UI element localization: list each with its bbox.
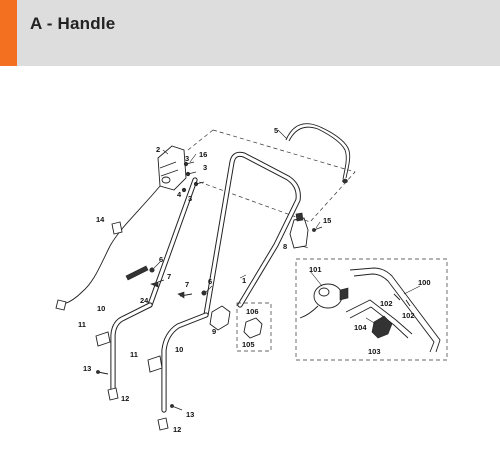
part-handle-clamp[interactable] <box>289 212 309 249</box>
part-switch-module-101[interactable] <box>299 283 349 319</box>
handle-exploded-diagram: 1 2 3 3 3 4 5 6 6 7 7 8 9 10 10 11 11 12… <box>55 123 448 434</box>
callout-15: 15 <box>323 216 331 225</box>
part-clamp-lever-right[interactable] <box>147 355 163 373</box>
callout-1: 1 <box>242 276 246 285</box>
part-cable-plug[interactable] <box>55 299 67 311</box>
part-bolt-7-right[interactable] <box>177 291 193 299</box>
detail-box-105-106 <box>236 302 272 352</box>
part-lever-103[interactable] <box>371 315 393 339</box>
callout-14: 14 <box>96 215 105 224</box>
part-screw-15[interactable] <box>312 226 323 232</box>
callout-2: 2 <box>156 145 160 154</box>
callout-3c: 3 <box>188 194 192 203</box>
callout-11a: 11 <box>78 320 86 329</box>
page-title: A - Handle <box>30 14 116 33</box>
part-nut-6-left[interactable] <box>149 267 155 273</box>
callout-13a: 13 <box>83 364 91 373</box>
part-end-cap-right[interactable] <box>157 417 169 431</box>
part-cable-guide[interactable] <box>125 265 149 281</box>
part-switch-cable[interactable] <box>63 185 161 305</box>
callout-12a: 12 <box>121 394 129 403</box>
part-screws-3[interactable] <box>181 171 205 193</box>
part-bail-cable[interactable] <box>285 123 351 184</box>
assembly-dashed-frame <box>193 129 356 223</box>
callout-104: 104 <box>354 323 367 332</box>
part-lower-handle-left[interactable] <box>110 302 153 393</box>
callout-13b: 13 <box>186 410 194 419</box>
callout-102a: 102 <box>380 299 393 308</box>
callout-4: 4 <box>177 190 182 199</box>
callout-8: 8 <box>283 242 287 251</box>
part-nut-6-right[interactable] <box>201 290 207 296</box>
callout-5: 5 <box>274 126 278 135</box>
callout-3a: 3 <box>185 154 189 163</box>
callout-101: 101 <box>309 265 322 274</box>
part-screw-13-right[interactable] <box>170 404 183 411</box>
callout-3b: 3 <box>203 163 207 172</box>
assembly-dashed-line <box>187 129 214 151</box>
callout-6a: 6 <box>159 255 163 264</box>
part-screws-102[interactable] <box>393 293 411 307</box>
part-switch-housing[interactable] <box>157 145 187 191</box>
part-bracket[interactable] <box>209 305 231 331</box>
detail-inset-handle[interactable] <box>345 267 441 353</box>
callout-11b: 11 <box>130 350 138 359</box>
part-lower-handle-right[interactable] <box>161 312 209 413</box>
part-clamp-lever-left[interactable] <box>95 331 111 347</box>
callout-10a: 10 <box>97 304 105 313</box>
leader-lines <box>153 129 421 325</box>
callout-102b: 102 <box>402 311 415 320</box>
callout-10b: 10 <box>175 345 183 354</box>
callout-106: 106 <box>246 307 259 316</box>
callout-7b: 7 <box>185 280 189 289</box>
callout-103: 103 <box>368 347 381 356</box>
part-screw-16[interactable] <box>183 161 195 167</box>
part-end-cap-left[interactable] <box>107 387 119 401</box>
callout-7a: 7 <box>167 272 171 281</box>
part-bolt-7-left[interactable] <box>150 279 165 288</box>
part-cable-clip[interactable] <box>111 221 123 235</box>
page-header: A - Handle <box>0 0 500 66</box>
callout-16: 16 <box>199 150 207 159</box>
callout-100: 100 <box>418 278 431 287</box>
callout-24: 24 <box>140 296 149 305</box>
callout-105: 105 <box>242 340 255 349</box>
callout-6b: 6 <box>208 277 212 286</box>
callout-12b: 12 <box>173 425 181 434</box>
callout-9: 9 <box>212 327 216 336</box>
part-clip-106[interactable] <box>243 317 263 339</box>
part-screw-13-left[interactable] <box>96 370 109 375</box>
header-accent-bar <box>0 0 17 66</box>
